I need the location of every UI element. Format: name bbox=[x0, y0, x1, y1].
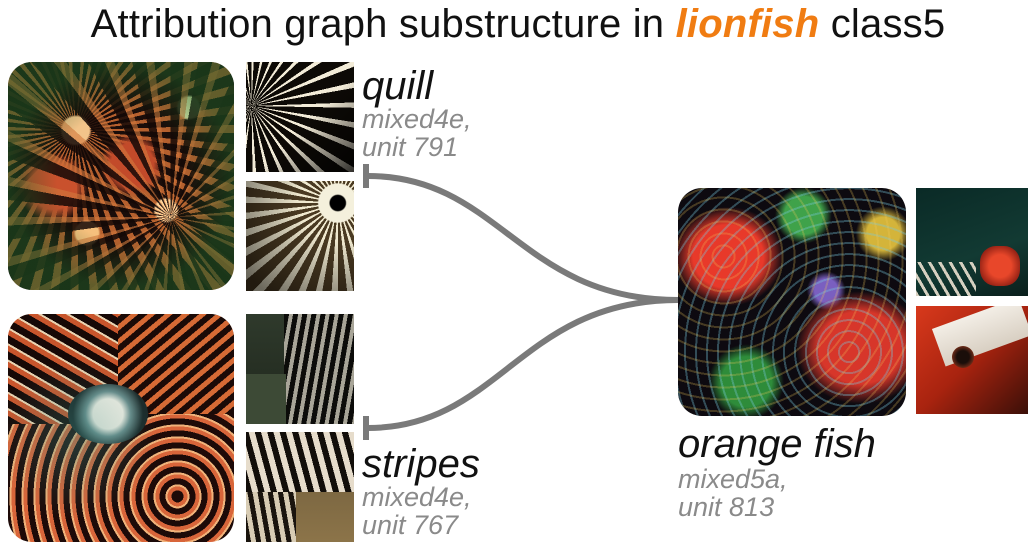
quill-node-unit: unit 791 bbox=[362, 132, 459, 162]
quill-node-name: quill bbox=[362, 64, 434, 108]
orange-fish-dataset-example-1 bbox=[916, 188, 1028, 296]
stripes-node-name: stripes bbox=[362, 442, 480, 486]
stripes-dataset-example-2 bbox=[246, 432, 354, 542]
title-suffix: class5 bbox=[830, 2, 946, 46]
figure-title: Attribution graph substructure in lionfi… bbox=[0, 2, 1036, 47]
quill-feature-visualization bbox=[8, 62, 234, 290]
edge-quill-to-orange-fish bbox=[365, 173, 681, 303]
stripes-node-unit: unit 767 bbox=[362, 510, 459, 540]
stripes-dataset-example-1 bbox=[246, 314, 354, 424]
stripes-feature-visualization bbox=[8, 314, 234, 542]
edge-stripes-to-orange-fish bbox=[365, 297, 681, 431]
quill-dataset-example-2 bbox=[246, 181, 354, 291]
title-prefix: Attribution graph substructure in bbox=[90, 2, 665, 46]
orange-fish-node-name: orange fish bbox=[678, 422, 876, 466]
quill-node-layer: mixed4e, bbox=[362, 104, 472, 134]
orange-fish-node-unit: unit 813 bbox=[678, 492, 775, 522]
orange-fish-feature-visualization bbox=[678, 188, 906, 416]
stripes-node-layer: mixed4e, bbox=[362, 482, 472, 512]
orange-fish-node-layer: mixed5a, bbox=[678, 464, 788, 494]
title-highlight: lionfish bbox=[675, 2, 820, 46]
orange-fish-dataset-example-2 bbox=[916, 306, 1028, 414]
quill-dataset-example-1 bbox=[246, 62, 354, 172]
